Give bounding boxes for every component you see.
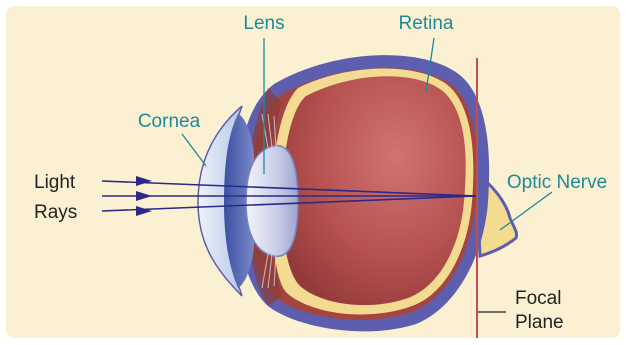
label-retina: Retina [399,13,454,34]
eye-diagram: Lens Retina Cornea Light Rays Optic Nerv… [6,6,620,338]
eye-diagram-svg: Lens Retina Cornea Light Rays Optic Nerv… [6,6,620,338]
label-cornea: Cornea [138,111,201,132]
lens [246,146,298,257]
label-lens: Lens [243,13,284,34]
label-light: Light [34,172,76,193]
label-focal: Focal [515,288,561,309]
label-optic-nerve: Optic Nerve [507,172,607,193]
label-rays: Rays [34,202,77,223]
vitreous-body [282,76,466,305]
label-plane: Plane [515,312,564,333]
